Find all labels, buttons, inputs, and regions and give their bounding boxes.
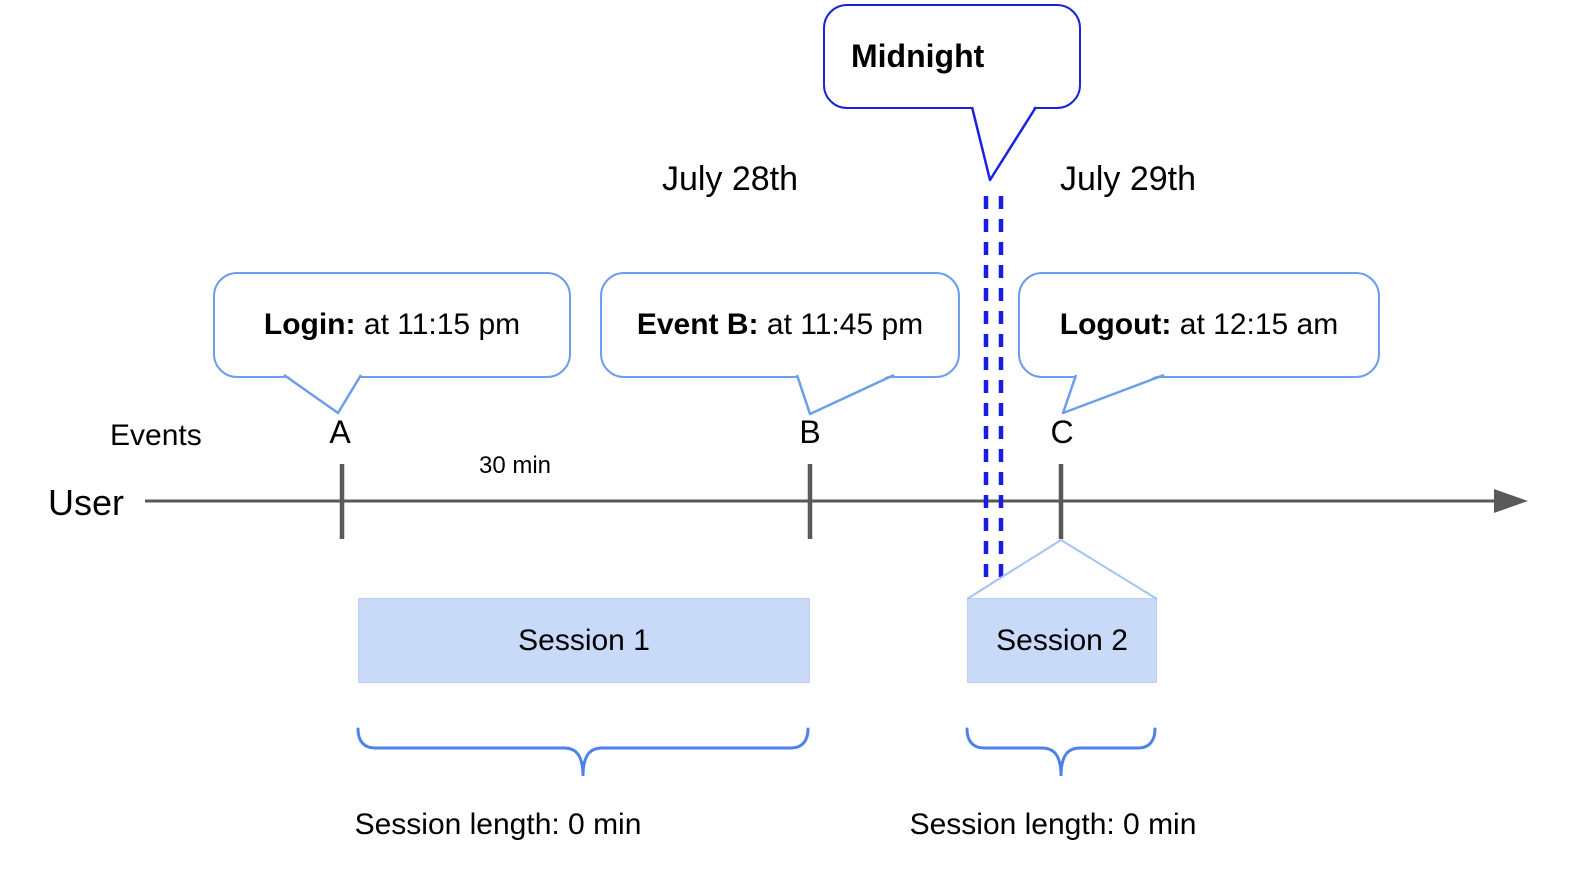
session-2-label: Session 2 xyxy=(996,623,1128,657)
session-2-fan-lines xyxy=(966,539,1158,600)
session-1-label: Session 1 xyxy=(518,623,650,657)
timeline-arrowhead-icon xyxy=(1494,489,1528,513)
session-length-braces xyxy=(356,727,1157,777)
session-1-brace xyxy=(356,727,810,777)
session-2-box: Session 2 xyxy=(967,598,1157,683)
logout-callout-time: at 12:15 am xyxy=(1179,308,1339,341)
event-b-callout-title: Event B: xyxy=(636,308,759,341)
timeline-axis xyxy=(145,489,1528,513)
login-callout-time: at 11:15 pm xyxy=(363,308,521,341)
logout-callout: Logout: at 12:15 am xyxy=(1018,272,1380,378)
session-2-brace xyxy=(965,727,1157,777)
event-mark-c: C xyxy=(1050,414,1074,450)
midnight-callout: Midnight xyxy=(823,4,1081,109)
event-b-callout-time: at 11:45 pm xyxy=(766,308,924,341)
logout-callout-title: Logout: xyxy=(1059,308,1172,341)
login-callout: Login: at 11:15 pm xyxy=(213,272,571,378)
event-b-callout: Event B: at 11:45 pm xyxy=(600,272,960,378)
events-axis-label: Events xyxy=(110,419,202,452)
event-mark-a: A xyxy=(329,414,351,450)
session-1-length-caption: Session length: 0 min xyxy=(354,808,642,841)
midnight-dashed-line xyxy=(983,196,1004,578)
event-mark-b: B xyxy=(799,414,821,450)
event-tick-marks xyxy=(339,464,1064,539)
sessions-2-length-caption: Session length: 0 min xyxy=(909,808,1197,841)
date-label-july-28: July 28th xyxy=(661,160,799,198)
date-label-july-29: July 29th xyxy=(1059,160,1197,198)
login-callout-title: Login: xyxy=(263,308,356,341)
session-1-box: Session 1 xyxy=(358,598,810,683)
midnight-label: Midnight xyxy=(851,38,985,74)
interval-30min-label: 30 min xyxy=(478,452,552,479)
user-axis-label: User xyxy=(48,482,125,523)
